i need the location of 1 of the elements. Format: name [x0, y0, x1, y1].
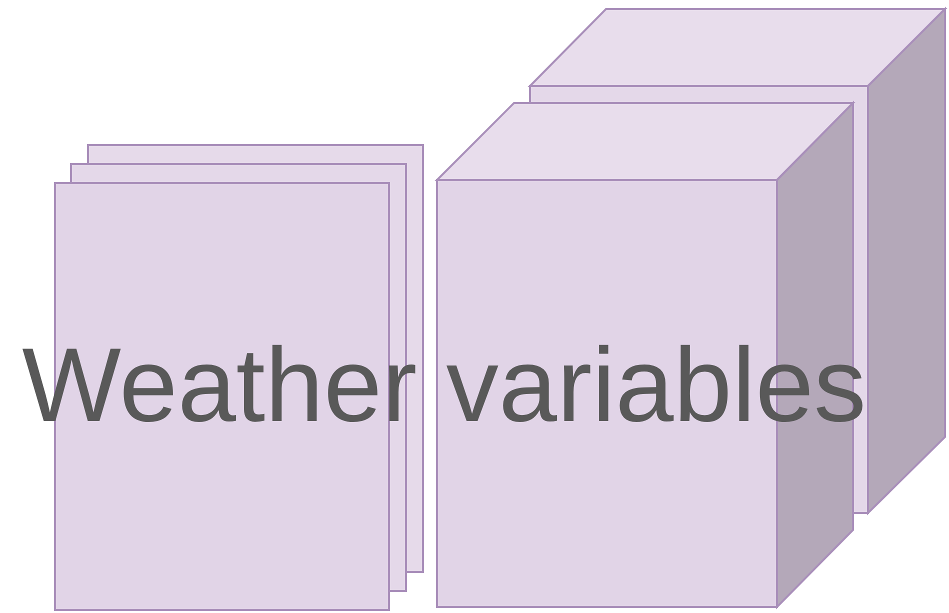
diagram-label: Weather variables — [22, 326, 866, 446]
